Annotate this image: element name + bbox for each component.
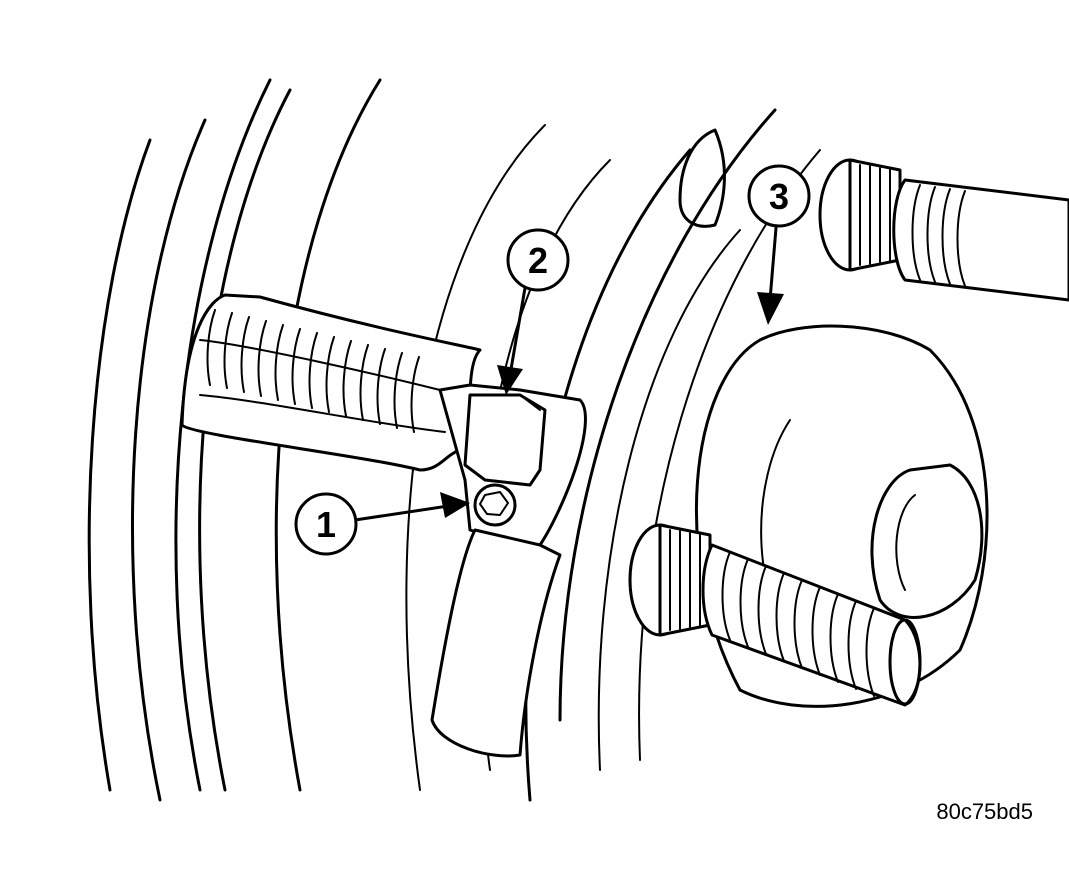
tool-handle <box>180 293 482 472</box>
upper-wheel-stud <box>818 158 1069 302</box>
lower-bracket <box>430 528 562 758</box>
image-code: 80c75bd5 <box>936 799 1033 824</box>
arrow-3-head <box>757 292 784 325</box>
arrow-3 <box>768 226 778 302</box>
notch <box>678 128 726 228</box>
callout-arrows <box>353 226 784 522</box>
arrow-2 <box>508 286 527 377</box>
callout-1: 1 <box>294 492 358 556</box>
arrow-2-head <box>497 365 523 395</box>
hub <box>694 324 989 708</box>
callout-2: 2 <box>506 228 570 292</box>
callout-1-label: 1 <box>316 504 336 545</box>
arrow-1 <box>353 503 457 522</box>
adjuster-bracket <box>438 383 587 547</box>
callout-2-label: 2 <box>528 240 548 281</box>
lower-wheel-stud <box>628 523 922 707</box>
callout-3-label: 3 <box>769 176 789 217</box>
callout-3: 3 <box>747 164 811 228</box>
arrow-1-head <box>440 492 470 518</box>
